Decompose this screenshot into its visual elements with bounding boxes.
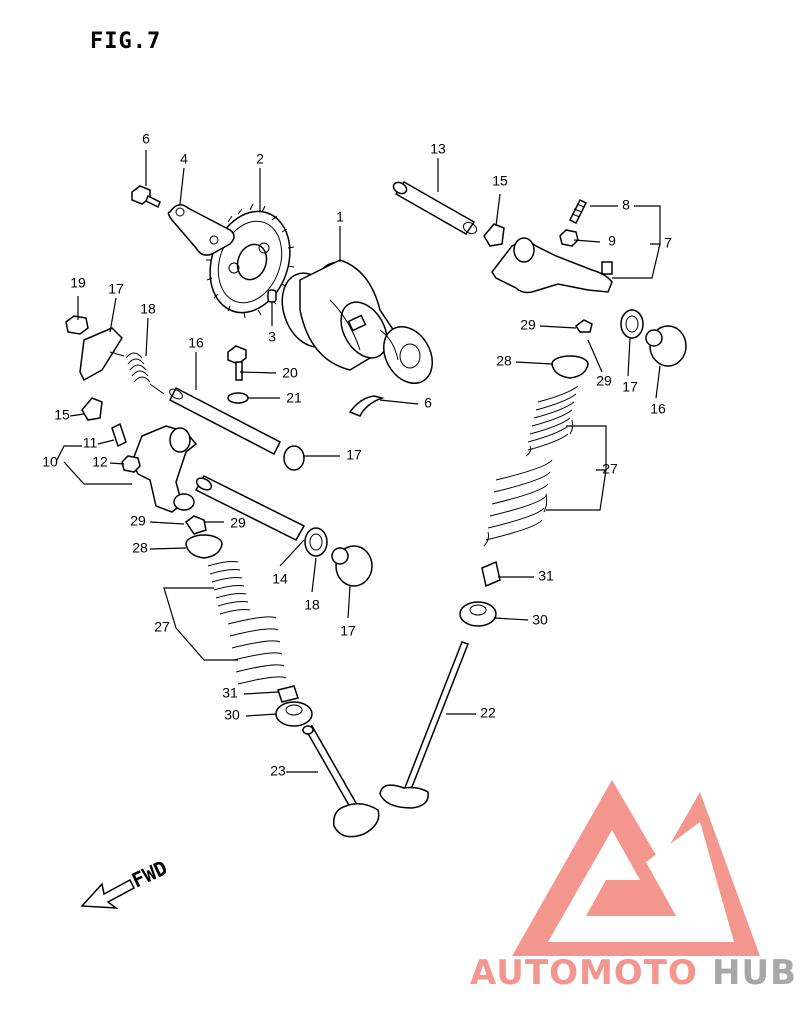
callout-5: 6 (142, 131, 150, 147)
spring-seat-left (277, 685, 299, 703)
adjust-screw-8 (568, 198, 588, 225)
callout-15-right: 15 (492, 173, 508, 189)
callout-6: 6 (424, 395, 432, 411)
callout-21: 18 (140, 301, 156, 317)
callout-29-left-b: 29 (230, 515, 246, 531)
callout-27-right: 27 (602, 461, 618, 477)
o-ring-15-left (81, 397, 103, 421)
callout-31-right: 31 (538, 568, 554, 584)
intake-valve-25 (379, 641, 469, 809)
valve-seal-right (620, 309, 644, 339)
o-ring-15-right (483, 223, 505, 247)
forward-direction-indicator: FWD (80, 856, 171, 909)
callout-27-left: 27 (154, 619, 170, 635)
valve-cotter-right (574, 319, 593, 333)
callout-10: 10 (42, 454, 58, 470)
callout-3: 3 (268, 329, 276, 345)
callout-31-left: 31 (222, 685, 238, 701)
callout-7: 7 (664, 235, 672, 251)
callout-28-left: 28 (132, 540, 148, 556)
forward-arrow-icon (80, 878, 135, 909)
bracket-20 (79, 327, 123, 382)
washer-24 (227, 392, 249, 404)
callout-labels: 6 4 2 3 1 6 13 15 8 9 7 29 28 29 17 16 2… (42, 131, 672, 779)
bolt-5 (131, 185, 161, 209)
callout-13: 13 (430, 141, 446, 157)
spring-retainer-left (185, 534, 223, 559)
valve-seal-left (304, 527, 328, 557)
callout-30-right: 30 (532, 612, 548, 628)
callout-9: 9 (608, 233, 616, 249)
lock-nut-12 (121, 455, 141, 473)
callout-17-left: 18 (304, 597, 320, 613)
adjust-screw-11 (111, 422, 127, 448)
logo-text-hub: HUB (712, 953, 797, 993)
leader-lines (55, 150, 661, 773)
callout-12: 12 (92, 454, 108, 470)
callout-15-left: 15 (54, 407, 70, 423)
fwd-label: FWD (128, 856, 171, 893)
callout-16-right: 16 (650, 401, 666, 417)
callout-8: 8 (622, 197, 630, 213)
bolt-23 (227, 345, 247, 381)
torsion-spring-21 (109, 351, 165, 395)
o-ring-19 (283, 445, 305, 471)
callout-14: 14 (272, 571, 288, 587)
callout-18: 16 (188, 335, 204, 351)
callout-1: 1 (336, 209, 344, 225)
rocker-shaft-18 (168, 386, 282, 456)
exhaust-valve-26 (302, 724, 380, 838)
automotohub-logo: AUTOMOTO HUB (470, 780, 797, 993)
callout-17-right: 17 (622, 379, 638, 395)
callout-29-left-a: 29 (130, 513, 146, 529)
spring-seat-right (481, 560, 501, 588)
tappet-cap-left (331, 545, 373, 587)
figure-title: FIG.7 (90, 29, 161, 54)
spring-washer-left (275, 701, 313, 727)
spring-washer-right (459, 601, 497, 627)
rocker-shaft-14 (194, 475, 306, 541)
callout-30-left: 30 (224, 707, 240, 723)
camshaft (281, 259, 433, 384)
adjuster-tip (601, 261, 613, 275)
callout-20: 17 (108, 281, 124, 297)
sprocket-plate (167, 204, 235, 256)
callout-29-upper-right: 29 (520, 317, 536, 333)
callout-19: 17 (346, 447, 362, 463)
callout-25: 22 (480, 705, 496, 721)
callout-23: 20 (282, 365, 298, 381)
callout-22: 19 (70, 275, 86, 291)
valve-cotter-left (184, 515, 207, 535)
logo-text-automoto: AUTOMOTO (470, 953, 698, 993)
callout-26: 23 (270, 763, 286, 779)
clip-6 (348, 395, 385, 417)
rocker-arm-10 (131, 425, 198, 513)
valve-spring-inner-left (207, 561, 251, 615)
valve-spring-outer-right (483, 459, 553, 547)
rocker-shaft-13 (392, 181, 478, 235)
nut-22 (65, 315, 89, 335)
callout-16-left: 17 (340, 623, 356, 639)
lock-nut-9 (559, 229, 579, 247)
callout-28-right: 28 (496, 353, 512, 369)
dowel-pin (267, 289, 277, 303)
callout-4: 4 (180, 151, 188, 167)
callout-29-lower-right: 29 (596, 373, 612, 389)
callout-2: 2 (256, 151, 264, 167)
tappet-cap-right (645, 325, 687, 367)
callout-11: 11 (83, 435, 98, 451)
callout-24: 21 (286, 390, 302, 406)
valve-spring-outer-left (227, 616, 287, 685)
spring-retainer-right (551, 355, 589, 379)
valve-spring-inner-right (525, 385, 579, 457)
rocker-arm-7 (491, 237, 613, 294)
